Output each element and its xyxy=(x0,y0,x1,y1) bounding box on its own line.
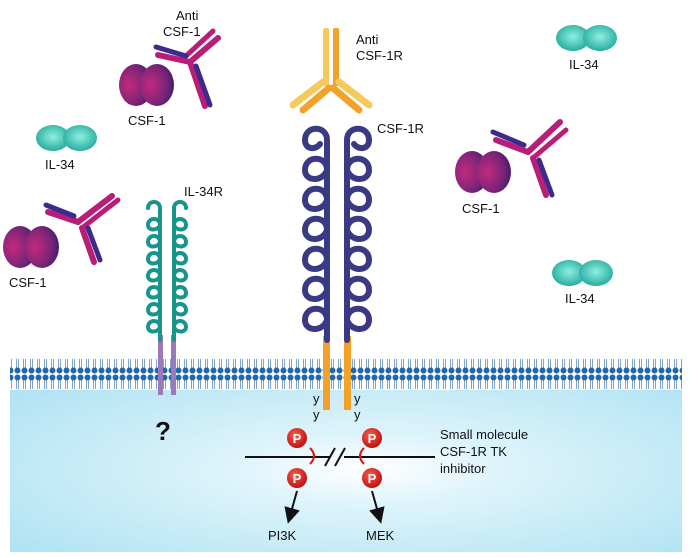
csf1-ligand-top xyxy=(119,64,174,106)
label-mek: MEK xyxy=(366,528,395,543)
svg-text:P: P xyxy=(293,431,302,446)
label-question-mark: ? xyxy=(155,416,171,446)
arrow-to-mek xyxy=(369,490,385,524)
arrow-to-pi3k xyxy=(284,490,300,524)
label-tyrosine-1: y xyxy=(313,391,320,406)
label-inhibitor-line1: Small molecule xyxy=(440,427,528,442)
label-anti-csf1-line2: CSF-1 xyxy=(163,24,201,39)
csf1-ligand-right xyxy=(455,151,511,193)
anti-csf1-antibody-top xyxy=(153,28,221,109)
csf1r-receptor xyxy=(301,125,373,410)
label-csf1-left: CSF-1 xyxy=(9,275,47,290)
label-inhibitor-line3: inhibitor xyxy=(440,461,486,476)
anti-csf1r-antibody xyxy=(289,28,373,114)
label-anti-csf1r-line2: CSF-1R xyxy=(356,48,403,63)
il34-ligand-left xyxy=(36,125,97,151)
label-anti-csf1r-line1: Anti xyxy=(356,32,379,47)
label-pi3k: PI3K xyxy=(268,528,297,543)
phosphorylation-arrows xyxy=(309,447,365,465)
svg-text:P: P xyxy=(368,471,377,486)
label-tyrosine-2: y xyxy=(313,407,320,422)
il34r-receptor xyxy=(145,200,189,395)
csf1-ligand-left xyxy=(3,226,59,268)
label-csf1-top: CSF-1 xyxy=(128,113,166,128)
label-il34-bottom-right: IL-34 xyxy=(565,291,595,306)
label-csf1r: CSF-1R xyxy=(377,121,424,136)
anti-csf1-antibody-left xyxy=(43,193,121,265)
phosphate-top-right: P xyxy=(362,428,382,448)
phosphate-bottom-left: P xyxy=(287,468,307,488)
label-inhibitor-line2: CSF-1R TK xyxy=(440,444,507,459)
svg-text:P: P xyxy=(293,471,302,486)
phosphate-top-left: P xyxy=(287,428,307,448)
svg-text:P: P xyxy=(368,431,377,446)
il34-ligand-bottom-right xyxy=(552,260,613,286)
label-il34r: IL-34R xyxy=(184,184,223,199)
label-anti-csf1-line1: Anti xyxy=(176,8,199,23)
phosphate-bottom-right: P xyxy=(362,468,382,488)
label-tyrosine-4: y xyxy=(354,407,361,422)
label-tyrosine-3: y xyxy=(354,391,361,406)
label-il34-left: IL-34 xyxy=(45,157,75,172)
anti-csf1-antibody-right xyxy=(490,119,569,198)
label-csf1-right: CSF-1 xyxy=(462,201,500,216)
il34-ligand-top-right xyxy=(556,25,617,51)
label-il34-top-right: IL-34 xyxy=(569,57,599,72)
